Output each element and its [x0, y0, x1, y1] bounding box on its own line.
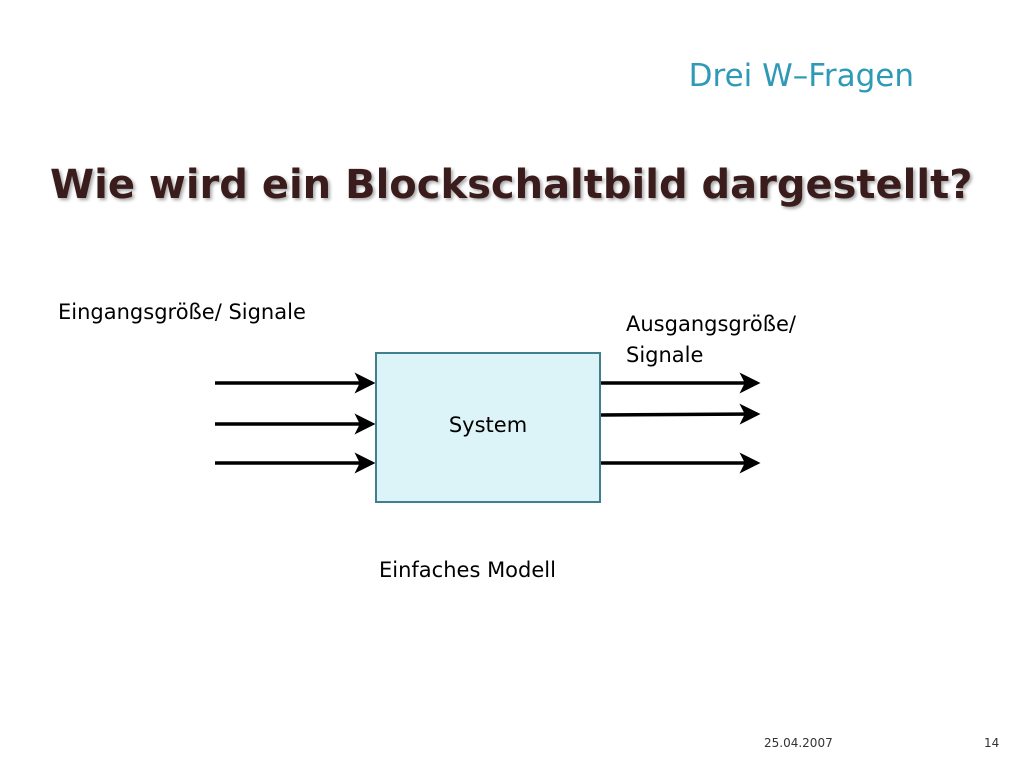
model-caption: Einfaches Modell	[379, 558, 556, 582]
section-title: Drei W–Fragen	[688, 58, 914, 94]
slide-heading: Wie wird ein Blockschaltbild dargestellt…	[50, 162, 973, 208]
output-signals-label: Ausgangsgröße/ Signale	[626, 312, 796, 367]
system-label: System	[448, 412, 528, 437]
footer-date: 25.04.2007	[764, 736, 833, 750]
input-signals-label: Eingangsgröße/ Signale	[58, 300, 306, 324]
output-arrow-2	[600, 403, 761, 425]
system-block: System	[375, 352, 601, 503]
page-number: 14	[984, 736, 1000, 750]
